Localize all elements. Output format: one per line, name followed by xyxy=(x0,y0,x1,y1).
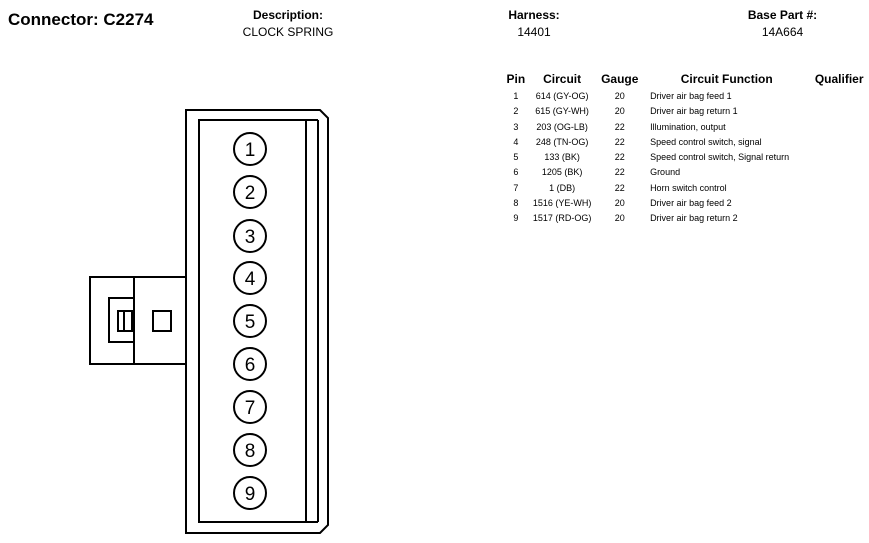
header-circuit-function: Circuit Function xyxy=(680,72,773,86)
pin-cavity: 9 xyxy=(233,476,267,510)
cell-function: Speed control switch, signal xyxy=(650,136,762,147)
cell-circuit: 615 (GY-WH) xyxy=(535,106,589,117)
harness-label: Harness: xyxy=(508,8,560,22)
cell-pin: 6 xyxy=(513,167,519,178)
lock-key-square xyxy=(152,310,172,332)
cell-gauge: 22 xyxy=(614,152,625,163)
cell-function: Driver air bag return 1 xyxy=(650,106,738,117)
pin-cavities: 1 2 3 4 5 6 7 8 xyxy=(233,132,267,510)
table-row: 1 614 (GY-OG) 20 Driver air bag feed 1 xyxy=(503,89,869,104)
pin-circle xyxy=(233,347,267,381)
cell-circuit: 1517 (RD-OG) xyxy=(532,213,592,224)
header-pin: Pin xyxy=(506,72,526,86)
pin-cavity: 4 xyxy=(233,261,267,295)
cell-function: Ground xyxy=(650,167,681,178)
table-row: 4 248 (TN-OG) 22 Speed control switch, s… xyxy=(503,135,869,150)
pin-circle xyxy=(233,304,267,338)
table-row: 7 1 (DB) 22 Horn switch control xyxy=(503,181,869,196)
lock-tab-housing xyxy=(89,276,186,365)
pin-circle xyxy=(233,175,267,209)
pin-circle xyxy=(233,219,267,253)
cell-pin: 4 xyxy=(513,136,519,147)
description-value: CLOCK SPRING xyxy=(242,25,334,39)
table-row: 9 1517 (RD-OG) 20 Driver air bag return … xyxy=(503,211,869,226)
base-part-label: Base Part #: xyxy=(747,8,818,22)
table-row: 3 203 (OG-LB) 22 Illumination, output xyxy=(503,120,869,135)
cell-pin: 1 xyxy=(513,91,519,101)
pin-circle xyxy=(233,476,267,510)
description-block: Description: CLOCK SPRING xyxy=(228,8,348,39)
cell-gauge: 20 xyxy=(614,91,625,101)
cell-circuit: 1 (DB) xyxy=(549,182,576,193)
base-part-value: 14A664 xyxy=(761,25,804,39)
connector-body-outline xyxy=(185,109,329,534)
cell-function: Driver air bag feed 1 xyxy=(650,91,732,101)
cell-circuit: 1516 (YE-WH) xyxy=(532,198,592,209)
pin-cavity: 1 xyxy=(233,132,267,166)
pin-number: 6 xyxy=(245,355,256,376)
pin-circle xyxy=(233,433,267,467)
harness-block: Harness: 14401 xyxy=(494,8,574,39)
cell-gauge: 20 xyxy=(614,213,625,224)
cell-circuit: 203 (OG-LB) xyxy=(536,121,588,132)
pin-number: 4 xyxy=(245,269,256,290)
pin-number: 3 xyxy=(245,227,256,248)
cell-function: Driver air bag return 2 xyxy=(650,213,738,224)
pin-number: 5 xyxy=(245,312,256,333)
table-row: 5 133 (BK) 22 Speed control switch, Sign… xyxy=(503,150,869,165)
header-circuit: Circuit xyxy=(543,72,582,86)
cell-circuit: 1205 (BK) xyxy=(541,167,583,178)
base-part-block: Base Part #: 14A664 xyxy=(725,8,840,39)
cell-circuit: 614 (GY-OG) xyxy=(535,91,589,101)
cell-circuit: 248 (TN-OG) xyxy=(535,136,589,147)
table-row: 2 615 (GY-WH) 20 Driver air bag return 1 xyxy=(503,104,869,119)
harness-value: 14401 xyxy=(517,25,551,39)
cell-gauge: 22 xyxy=(614,182,625,193)
cell-pin: 2 xyxy=(513,106,519,117)
pin-number: 1 xyxy=(245,140,256,161)
connector-title: Connector: C2274 xyxy=(8,10,154,29)
cell-pin: 3 xyxy=(513,121,519,132)
table-row: 8 1516 (YE-WH) 20 Driver air bag feed 2 xyxy=(503,196,869,211)
description-label: Description: xyxy=(252,8,323,22)
cell-function: Illumination, output xyxy=(650,121,726,132)
pin-number: 9 xyxy=(245,484,256,505)
cell-function: Speed control switch, Signal return xyxy=(650,152,790,163)
pin-circle xyxy=(233,261,267,295)
cell-pin: 5 xyxy=(513,152,519,163)
pin-circle xyxy=(233,390,267,424)
pin-cavity: 8 xyxy=(233,433,267,467)
pin-circle xyxy=(233,132,267,166)
pin-cavity: 5 xyxy=(233,304,267,338)
cell-gauge: 20 xyxy=(614,106,625,117)
cell-gauge: 22 xyxy=(614,121,625,132)
pinout-header-row: Pin Circuit Gauge Circuit Function Quali… xyxy=(503,72,869,89)
pin-cavity: 2 xyxy=(233,175,267,209)
cell-pin: 9 xyxy=(513,213,519,224)
cell-function: Driver air bag feed 2 xyxy=(650,198,732,209)
cell-circuit: 133 (BK) xyxy=(544,152,580,163)
cell-pin: 8 xyxy=(513,198,519,209)
pin-number: 7 xyxy=(245,398,256,419)
pinout-table: Pin Circuit Gauge Circuit Function Quali… xyxy=(503,72,869,227)
pin-cavity: 7 xyxy=(233,390,267,424)
cell-gauge: 22 xyxy=(614,136,625,147)
header-gauge: Gauge xyxy=(601,72,639,86)
header-qualifier: Qualifier xyxy=(814,72,864,86)
cell-gauge: 20 xyxy=(614,198,625,209)
lock-latch-bracket xyxy=(108,297,134,343)
cell-gauge: 22 xyxy=(614,167,625,178)
table-row: 6 1205 (BK) 22 Ground xyxy=(503,165,869,180)
pin-number: 8 xyxy=(245,441,256,462)
connector-cavity-frame xyxy=(198,119,307,523)
pin-cavity: 6 xyxy=(233,347,267,381)
pin-number: 2 xyxy=(245,183,256,204)
cell-pin: 7 xyxy=(513,182,519,193)
cell-function: Horn switch control xyxy=(650,182,727,193)
pin-cavity: 3 xyxy=(233,219,267,253)
